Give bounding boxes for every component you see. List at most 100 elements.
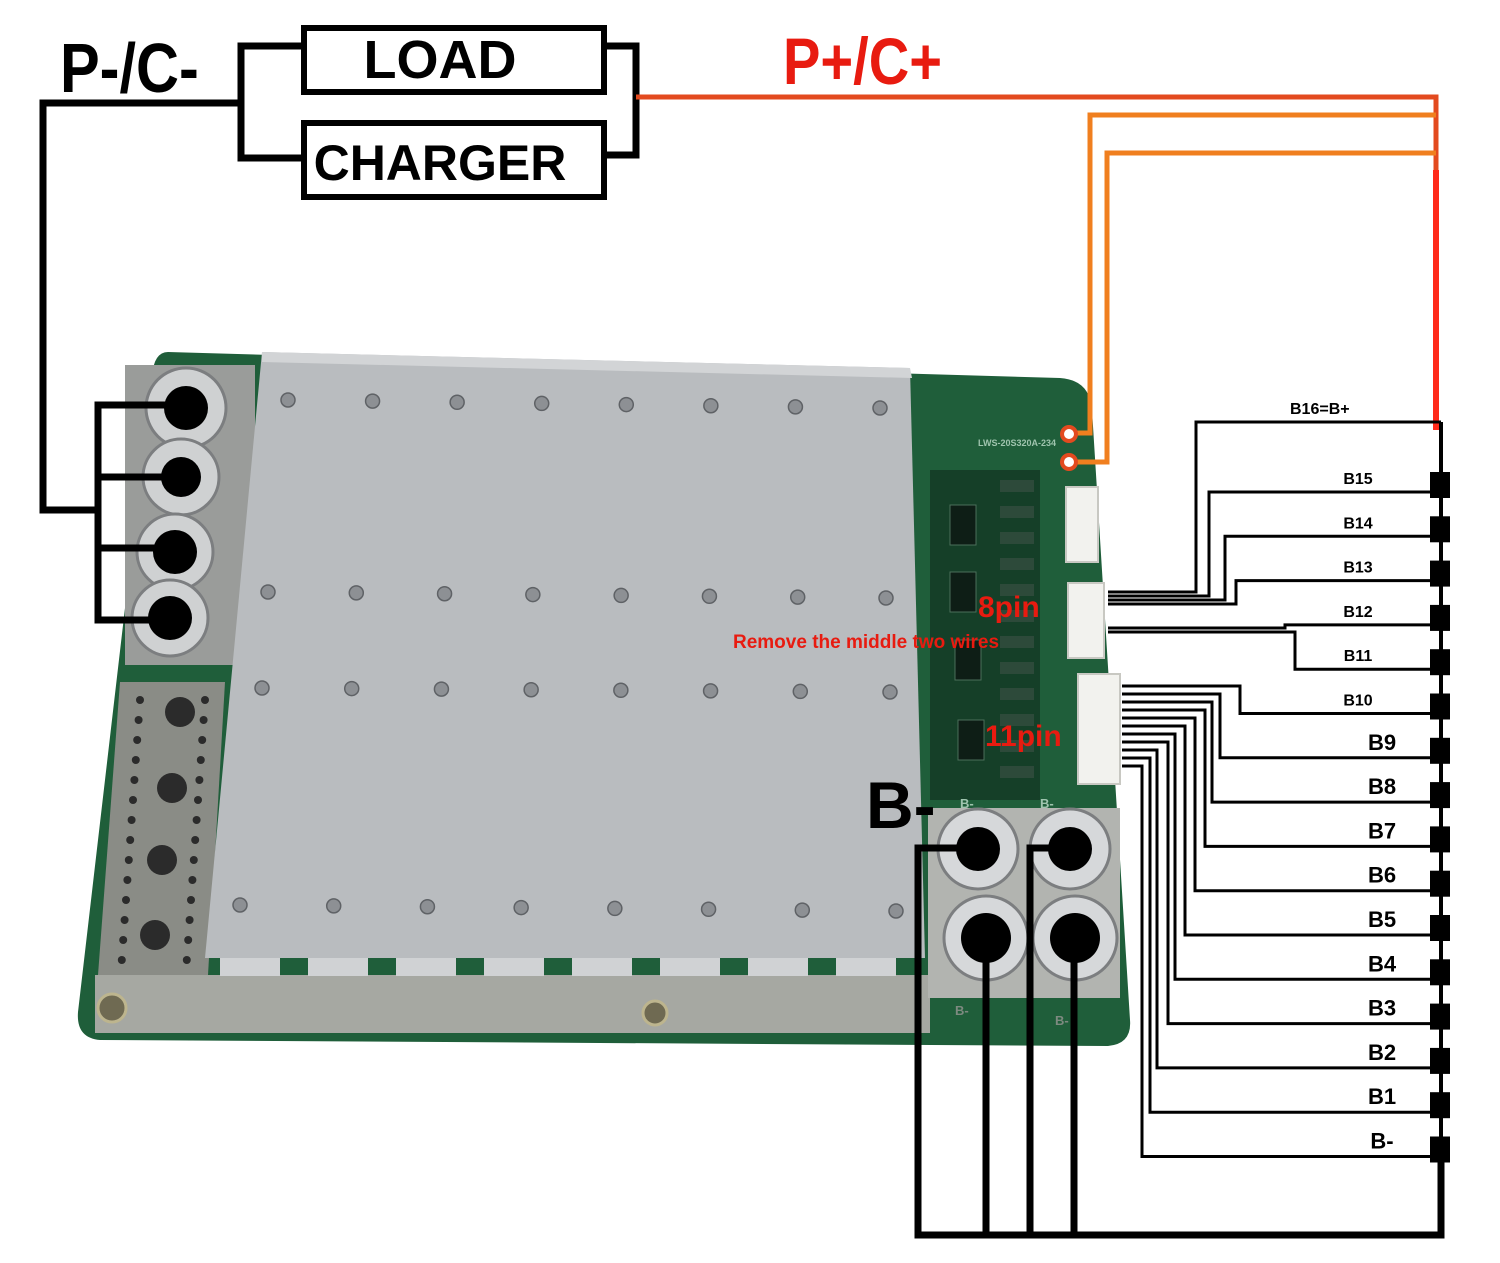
perforation-hole	[147, 845, 177, 875]
positive-wiring	[636, 94, 1439, 471]
screw-icon	[607, 900, 623, 917]
battery-cell-icon	[1430, 737, 1450, 764]
screw-icon	[433, 681, 450, 697]
resistor-array	[1000, 584, 1034, 596]
balance-wire	[1122, 692, 1441, 760]
screw-icon	[701, 588, 718, 605]
balance-wire	[1108, 579, 1441, 606]
perforation-hole	[127, 816, 136, 824]
battery-cell-icon	[1430, 560, 1450, 587]
perforation-hole	[188, 876, 197, 884]
p-minus-label: P-/C-	[60, 28, 199, 107]
screw-icon	[232, 897, 248, 913]
screw-icon	[792, 683, 809, 700]
screw-icon	[364, 393, 381, 409]
tap-label: B9	[1368, 730, 1396, 755]
resistor-array	[1000, 610, 1034, 622]
screw-icon	[703, 397, 719, 414]
screw-icon	[513, 899, 529, 916]
resistor-array	[1000, 636, 1034, 648]
perforation-hole	[136, 696, 144, 704]
perforation-hole	[165, 697, 195, 727]
balance-wire	[1122, 732, 1441, 981]
screw-icon	[787, 399, 804, 415]
perforation-hole	[133, 736, 142, 744]
perforation-hole	[130, 776, 139, 784]
ic-chip	[954, 639, 982, 681]
perforation-hole	[140, 920, 170, 950]
screw-icon	[789, 589, 806, 605]
perforation-hole	[129, 796, 137, 804]
screw-icon	[260, 584, 276, 600]
perforation-hole	[189, 856, 198, 864]
balance-wire	[1108, 623, 1441, 630]
balance-wire	[1108, 534, 1441, 602]
balance-wire	[1122, 708, 1441, 848]
mosfet-fin	[484, 958, 544, 976]
perforation-hole	[131, 756, 140, 764]
screw-icon	[280, 392, 296, 408]
perforation-hole	[194, 796, 202, 804]
screw-icon	[888, 903, 904, 919]
tap-label: B16=B+	[1290, 401, 1350, 418]
battery-cell-icon	[1430, 516, 1450, 543]
perforation-holes	[117, 696, 209, 964]
bolt-terminal-icon	[135, 512, 215, 592]
battery-cell-icon	[1430, 1003, 1450, 1030]
pcb-silk-bminus-3: B-	[955, 1003, 969, 1018]
perforation-hole	[117, 956, 126, 964]
resistor-array	[1000, 740, 1034, 752]
battery-cell-icon	[1430, 604, 1450, 631]
tap-label: B1	[1368, 1084, 1396, 1109]
tap-label: B-	[1370, 1129, 1393, 1154]
resistor-array	[1000, 506, 1034, 518]
mosfet-fin	[396, 958, 456, 976]
pcb-silk-bminus-1: B-	[960, 796, 974, 811]
perforation-hole	[198, 736, 207, 744]
perforation-hole	[184, 936, 193, 944]
b-minus-terminals	[936, 807, 1119, 982]
battery-cell-icon	[1430, 1047, 1450, 1074]
pcb-model-code: LWS-20S320A-234	[978, 438, 1056, 448]
charger-box: CHARGER	[301, 120, 607, 200]
battery-cell-icon	[1430, 649, 1450, 676]
connector-8pin-label: 8pin	[978, 591, 1040, 624]
mosfet-row	[220, 958, 896, 976]
pcb-silk-bminus-2: B-	[1040, 796, 1054, 811]
screw-icon	[872, 400, 888, 416]
screw-icon	[325, 898, 342, 914]
mosfet-fin	[572, 958, 632, 976]
screw-icon	[878, 590, 894, 606]
battery-cells	[1430, 472, 1450, 1163]
screw-icon	[523, 681, 539, 698]
ic-chip	[949, 571, 977, 613]
battery-cell-icon	[1430, 959, 1450, 986]
perforation-hole	[199, 716, 208, 724]
tap-label: B7	[1368, 818, 1396, 843]
screw-icon	[449, 394, 465, 411]
load-box: LOAD	[301, 25, 607, 95]
heatsink	[205, 352, 925, 958]
negative-wiring	[39, 42, 1445, 1239]
tap-label: B3	[1368, 996, 1396, 1021]
perforation-hole	[191, 836, 200, 844]
perforation-hole	[157, 773, 187, 803]
perforation-hole	[192, 816, 201, 824]
balance-wire	[1122, 740, 1441, 1026]
mounting-hole	[641, 999, 669, 1027]
tap-label: B10	[1343, 693, 1372, 710]
screw-icon	[533, 395, 550, 412]
resistor-array	[1000, 688, 1034, 700]
balance-wire	[1108, 490, 1441, 598]
mounting-hole	[96, 992, 128, 1024]
b-minus-terminal-label: B-	[866, 768, 936, 842]
battery-cell-icon	[1430, 472, 1450, 498]
connector-8pin-note: Remove the middle two wires	[733, 632, 999, 653]
screw-icon	[343, 680, 360, 697]
screw-icon	[419, 898, 436, 915]
tap-label: B2	[1368, 1040, 1396, 1065]
resistor-array	[1000, 766, 1034, 778]
perforation-hole	[134, 716, 143, 724]
bottom-busbar	[95, 975, 930, 1033]
resistor-array	[1000, 714, 1034, 726]
